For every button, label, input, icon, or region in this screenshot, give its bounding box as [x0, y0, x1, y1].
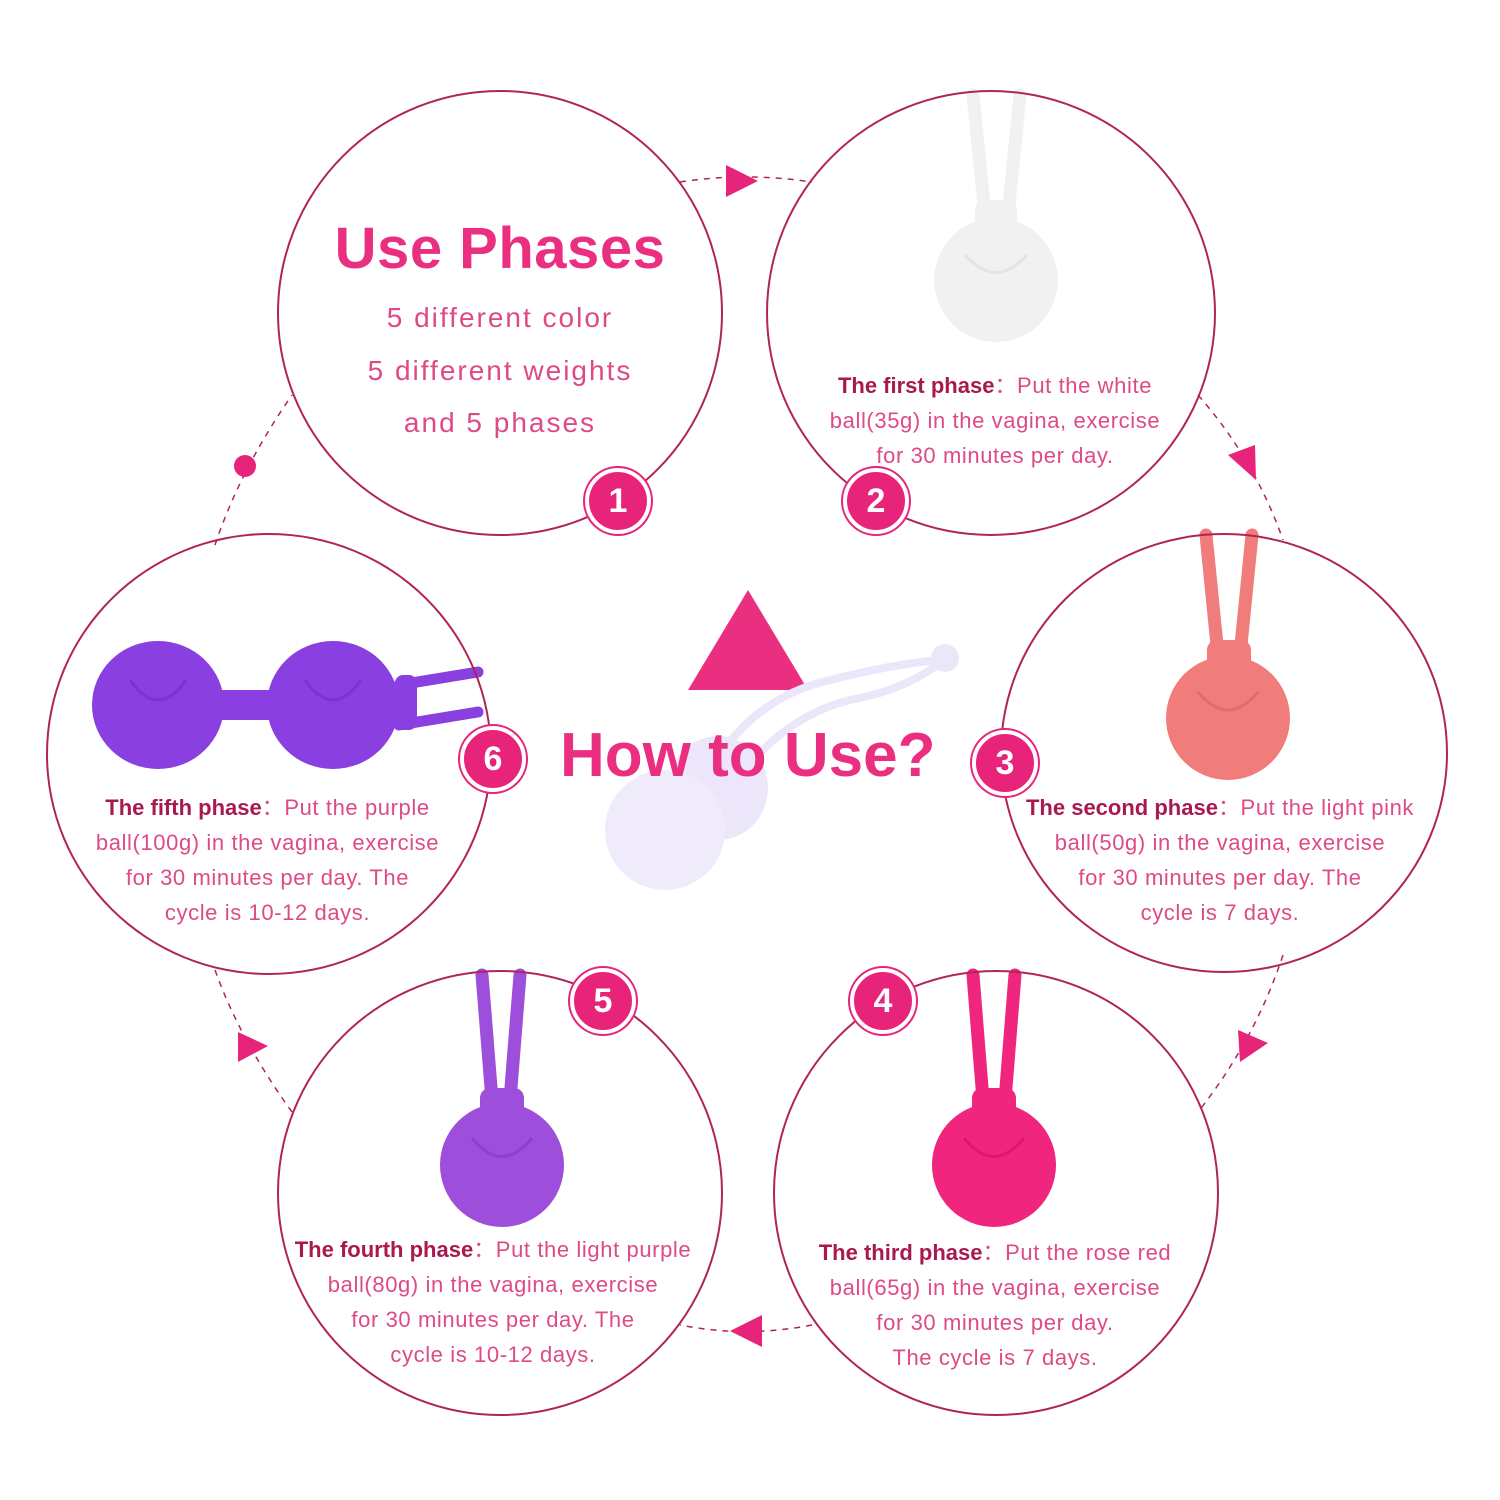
phase-3-line-4: The cycle is 7 days. [892, 1345, 1098, 1370]
phase-2-line-3: for 30 minutes per day. The [1078, 865, 1362, 890]
badge-1: 1 [585, 468, 651, 534]
badge-3: 3 [972, 730, 1038, 796]
arrow-left-icon [730, 1315, 762, 1347]
phase-1-line-2: ball(35g) in the vagina, exercise [829, 408, 1161, 433]
phase-4-separator: ： [473, 1237, 496, 1262]
phase-5-line-3: for 30 minutes per day. The [125, 865, 410, 890]
subtitle-line-3: and 5 phases [403, 407, 597, 438]
phase-2-line-1: Put the light pink [1240, 795, 1415, 820]
phase-4-line-2: ball(80g) in the vagina, exercise [327, 1272, 659, 1297]
phase-2-line-4: cycle is 7 days. [1140, 900, 1300, 925]
phase-5-label: The fifth phase [105, 795, 262, 820]
phase-2-description: The second phase：Put the light pink ball… [1010, 790, 1430, 930]
subtitle-line-1: 5 different color [386, 302, 614, 333]
connector-arrows [234, 165, 1268, 1347]
center-label: How to Use? [560, 721, 936, 790]
phase-4-line-3: for 30 minutes per day. The [351, 1307, 635, 1332]
arrow-down-icon [1228, 445, 1256, 480]
phase-1-description: The first phase：Put the white ball(35g) … [790, 368, 1200, 473]
phase-3-separator: ： [982, 1240, 1006, 1265]
connector-2-3 [1197, 394, 1284, 541]
center-triangle-icon [688, 590, 808, 690]
phase-circle-2 [766, 90, 1216, 536]
phase-5-description: The fifth phase：Put the purple ball(100g… [60, 790, 475, 930]
arrow-right-icon [726, 165, 758, 197]
connector-4-5 [679, 1324, 813, 1333]
badge-5: 5 [570, 968, 636, 1034]
phase-1-line-3: for 30 minutes per day. [876, 443, 1114, 468]
phase-2-separator: ： [1217, 795, 1241, 820]
phase-circle-5 [277, 970, 723, 1416]
phase-1-line-1: Put the white [1017, 373, 1153, 398]
center-kegel-set-image [605, 644, 959, 890]
phase-3-line-3: for 30 minutes per day. [876, 1310, 1114, 1335]
arrow-down-icon [1238, 1030, 1268, 1062]
phase-3-line-1: Put the rose red [1005, 1240, 1172, 1265]
phase-5-line-4: cycle is 10-12 days. [164, 900, 371, 925]
badge-4: 4 [850, 968, 916, 1034]
badge-2: 2 [843, 468, 909, 534]
badge-6: 6 [460, 726, 526, 792]
phase-2-label: The second phase [1025, 795, 1218, 820]
phase-1-separator: ： [994, 373, 1018, 398]
phase-5-line-2: ball(100g) in the vagina, exercise [95, 830, 440, 855]
phase-4-line-1: Put the light purple [495, 1237, 692, 1262]
phase-3-label: The third phase [818, 1240, 983, 1265]
connector-dot-icon [234, 455, 256, 477]
phase-4-line-4: cycle is 10-12 days. [390, 1342, 596, 1367]
phase-5-line-1: Put the purple [284, 795, 430, 820]
phase-2-line-2: ball(50g) in the vagina, exercise [1054, 830, 1386, 855]
arrow-up-icon [238, 1032, 268, 1062]
phase-4-label: The fourth phase [294, 1237, 474, 1262]
phase-circle-4 [773, 970, 1219, 1416]
phase-circle-1 [277, 90, 723, 536]
subtitle-line-2: 5 different weights [367, 355, 633, 386]
page-title: Use Phases [334, 216, 666, 281]
phase-1-label: The first phase [837, 373, 995, 398]
phase-3-description: The third phase：Put the rose red ball(65… [785, 1235, 1205, 1375]
phase-3-line-2: ball(65g) in the vagina, exercise [829, 1275, 1161, 1300]
phase-5-separator: ： [261, 795, 285, 820]
phase-4-description: The fourth phase：Put the light purple ba… [278, 1232, 708, 1372]
connector-6-1 [214, 394, 293, 546]
